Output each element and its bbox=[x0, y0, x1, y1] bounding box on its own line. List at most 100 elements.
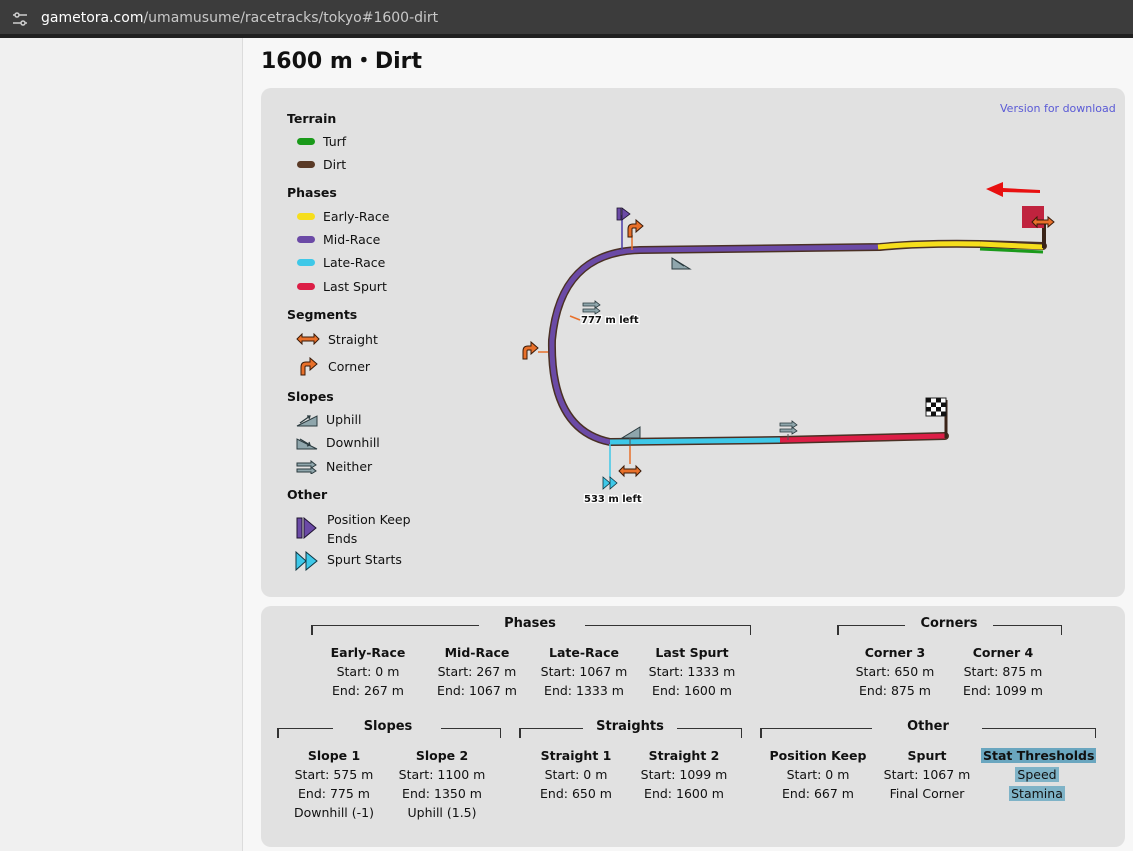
straights-bracket bbox=[519, 725, 742, 738]
phase-early-race: Early-Race Start: 0 m End: 267 m bbox=[318, 643, 418, 700]
corner-3-info: Corner 3 Start: 650 m End: 875 m bbox=[845, 643, 945, 700]
downhill-icon bbox=[296, 438, 318, 450]
corner-3-name: Corner 3 bbox=[864, 645, 926, 660]
browser-url-bar[interactable]: gametora.com/umamusume/racetracks/tokyo#… bbox=[0, 0, 1133, 38]
corner-4-info: Corner 4 Start: 875 m End: 1099 m bbox=[953, 643, 1053, 700]
straight-1-start: Start: 0 m bbox=[544, 767, 608, 782]
position-keep-start: Start: 0 m bbox=[786, 767, 850, 782]
corner-arrow-icon bbox=[300, 357, 318, 376]
phase-mid-name: Mid-Race bbox=[444, 645, 510, 660]
slope-1-end: End: 775 m bbox=[298, 786, 370, 801]
legend-position-keep: Position Keep Ends bbox=[327, 510, 411, 548]
other-bracket bbox=[760, 725, 1096, 738]
legend-phases-heading: Phases bbox=[287, 185, 337, 200]
straight-1-end: End: 650 m bbox=[540, 786, 612, 801]
stat-threshold-stamina: Stamina bbox=[1009, 786, 1065, 801]
straight-1-info: Straight 1 Start: 0 m End: 650 m bbox=[526, 746, 626, 803]
spurt-start: Start: 1067 m bbox=[883, 767, 971, 782]
straight-2-start: Start: 1099 m bbox=[640, 767, 728, 782]
slope-1-name: Slope 1 bbox=[307, 748, 361, 763]
legend-spurt-starts: Spurt Starts bbox=[327, 552, 402, 567]
legend-last-spurt: Last Spurt bbox=[323, 279, 387, 294]
left-sidebar bbox=[0, 38, 243, 851]
legend-turf: Turf bbox=[323, 134, 347, 149]
site-settings-icon[interactable] bbox=[12, 11, 28, 27]
slope-2-info: Slope 2 Start: 1100 m End: 1350 m Uphill… bbox=[392, 746, 492, 822]
phase-spurt-name: Last Spurt bbox=[655, 645, 729, 660]
late-race-swatch bbox=[297, 259, 315, 266]
url-host: gametora.com bbox=[41, 10, 144, 26]
phase-late-end: End: 1333 m bbox=[544, 683, 624, 698]
stat-thresholds-name: Stat Thresholds bbox=[981, 748, 1097, 763]
phase-early-start: Start: 0 m bbox=[336, 664, 400, 679]
corner-3-end: End: 875 m bbox=[859, 683, 931, 698]
stat-thresholds-info[interactable]: Stat Thresholds Speed Stamina bbox=[981, 746, 1097, 803]
turf-swatch bbox=[297, 138, 315, 145]
phase-mid-start: Start: 267 m bbox=[437, 664, 517, 679]
slope-2-kind: Uphill (1.5) bbox=[407, 805, 477, 820]
spurt-icon bbox=[295, 551, 318, 571]
position-keep-name: Position Keep bbox=[769, 748, 867, 763]
phases-bracket bbox=[311, 622, 751, 635]
last-spurt-swatch bbox=[297, 283, 315, 290]
legend-other-heading: Other bbox=[287, 487, 328, 502]
slopes-title: Slopes bbox=[363, 719, 413, 734]
url-text[interactable]: gametora.com/umamusume/racetracks/tokyo#… bbox=[41, 10, 438, 26]
straight-2-end: End: 1600 m bbox=[644, 786, 724, 801]
legend-segments-heading: Segments bbox=[287, 307, 358, 322]
phase-late-start: Start: 1067 m bbox=[540, 664, 628, 679]
phase-late-name: Late-Race bbox=[549, 645, 619, 660]
uphill-icon bbox=[296, 415, 318, 427]
slope-2-name: Slope 2 bbox=[415, 748, 469, 763]
phase-early-end: End: 267 m bbox=[332, 683, 404, 698]
legend-neither: Neither bbox=[326, 459, 373, 474]
slope-2-end: End: 1350 m bbox=[402, 786, 482, 801]
corner-4-start: Start: 875 m bbox=[963, 664, 1043, 679]
position-keep-info: Position Keep Start: 0 m End: 667 m bbox=[763, 746, 873, 803]
spurt-info: Spurt Start: 1067 m Final Corner bbox=[877, 746, 977, 803]
other-title: Other bbox=[907, 719, 949, 734]
slope-1-info: Slope 1 Start: 575 m End: 775 m Downhill… bbox=[284, 746, 384, 822]
straight-1-name: Straight 1 bbox=[540, 748, 612, 763]
early-race-swatch bbox=[297, 213, 315, 220]
legend-uphill: Uphill bbox=[326, 412, 362, 427]
flat-icon bbox=[296, 460, 317, 474]
download-link[interactable]: Version for download bbox=[1000, 102, 1116, 115]
legend-position-keep-line2: Ends bbox=[327, 531, 358, 546]
corner-4-end: End: 1099 m bbox=[963, 683, 1043, 698]
corner-4-name: Corner 4 bbox=[972, 645, 1034, 660]
straight-2-info: Straight 2 Start: 1099 m End: 1600 m bbox=[634, 746, 734, 803]
corner-3-start: Start: 650 m bbox=[855, 664, 935, 679]
url-path: /umamusume/racetracks/tokyo#1600-dirt bbox=[143, 10, 439, 26]
phase-mid-end: End: 1067 m bbox=[437, 683, 517, 698]
position-keep-icon bbox=[296, 517, 317, 539]
mid-race-swatch bbox=[297, 236, 315, 243]
legend-position-keep-line1: Position Keep bbox=[327, 512, 411, 527]
legend-slopes-heading: Slopes bbox=[287, 389, 334, 404]
legend-corner: Corner bbox=[328, 359, 371, 374]
stat-threshold-speed: Speed bbox=[1015, 767, 1059, 782]
phase-late-race: Late-Race Start: 1067 m End: 1333 m bbox=[534, 643, 634, 700]
legend-early-race: Early-Race bbox=[323, 209, 390, 224]
phases-title: Phases bbox=[504, 616, 556, 631]
legend-terrain-heading: Terrain bbox=[287, 111, 337, 126]
corners-bracket bbox=[837, 622, 1062, 635]
phase-last-spurt: Last Spurt Start: 1333 m End: 1600 m bbox=[642, 643, 742, 700]
spurt-name: Spurt bbox=[907, 748, 947, 763]
slope-2-start: Start: 1100 m bbox=[398, 767, 486, 782]
phase-mid-race: Mid-Race Start: 267 m End: 1067 m bbox=[427, 643, 527, 700]
legend-downhill: Downhill bbox=[326, 435, 380, 450]
spurt-end: Final Corner bbox=[889, 786, 965, 801]
slope-1-start: Start: 575 m bbox=[294, 767, 374, 782]
url-bar-border bbox=[0, 34, 1133, 38]
page-title: 1600 m・Dirt bbox=[261, 49, 422, 74]
straights-title: Straights bbox=[596, 719, 664, 734]
legend-straight: Straight bbox=[328, 332, 378, 347]
position-keep-end: End: 667 m bbox=[782, 786, 854, 801]
phase-early-name: Early-Race bbox=[330, 645, 406, 660]
phase-spurt-start: Start: 1333 m bbox=[648, 664, 736, 679]
legend-dirt: Dirt bbox=[323, 157, 347, 172]
legend-mid-race: Mid-Race bbox=[323, 232, 381, 247]
dirt-swatch bbox=[297, 161, 315, 168]
double-arrow-icon bbox=[296, 333, 320, 345]
